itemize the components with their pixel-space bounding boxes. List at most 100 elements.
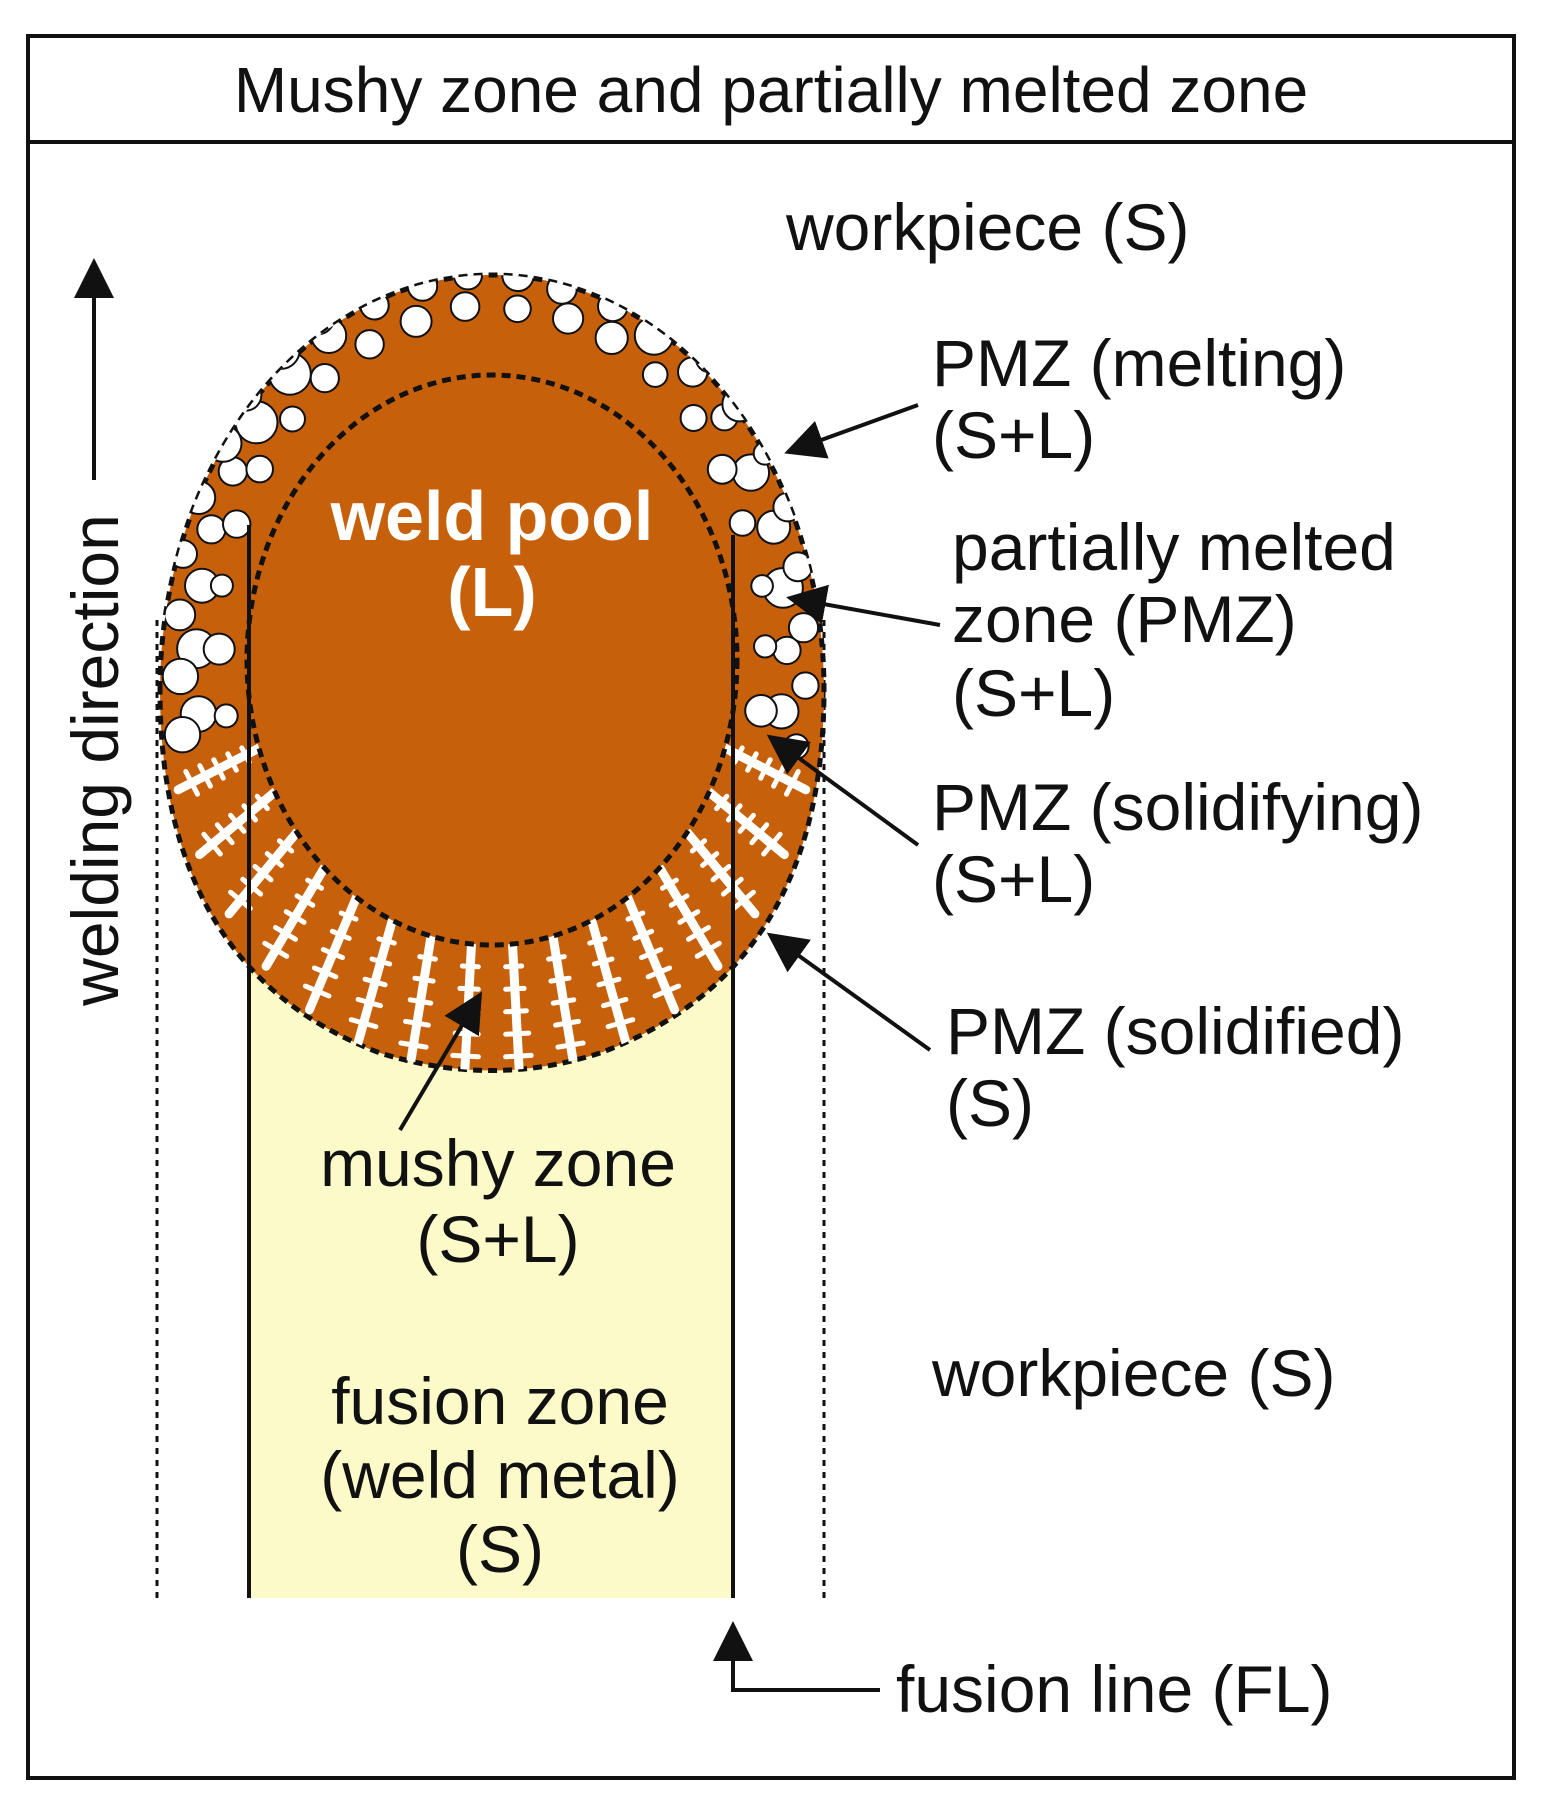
- dendrite-arm: [273, 947, 290, 959]
- dendrite-arm: [361, 1020, 379, 1030]
- dendrite-arm: [612, 996, 629, 1006]
- fusion-zone-label-2: (weld metal): [320, 1438, 679, 1512]
- dendrite-arm: [466, 986, 481, 992]
- pmz-grain: [721, 386, 758, 423]
- dendrite-arm: [718, 864, 732, 876]
- dendrite-arm: [330, 951, 345, 961]
- pmz-grain: [161, 657, 200, 696]
- dendrite-arm: [366, 1000, 383, 1009]
- weld-pool-label-2: (L): [447, 553, 536, 631]
- dendrite-arm: [696, 925, 711, 936]
- pmz-grain: [728, 509, 757, 537]
- pmz-grain: [213, 703, 239, 729]
- dendrite-arm: [664, 983, 682, 994]
- pmz-melting-arrow: [784, 403, 919, 459]
- pmz-grain: [222, 509, 252, 539]
- fusion-line-label: fusion line (FL): [896, 1652, 1333, 1726]
- pmz-grain: [641, 361, 669, 388]
- pmz-grain: [679, 404, 708, 432]
- dendrite-arm: [632, 910, 646, 919]
- mushy-zone-arrow: [398, 991, 483, 1132]
- dendrite-arm: [666, 877, 679, 887]
- pmz-grain: [552, 302, 585, 335]
- pmz-grain: [245, 454, 275, 484]
- dendrite-arm: [378, 959, 393, 967]
- pmz-grain: [399, 304, 433, 338]
- dendrite-arm: [202, 773, 213, 789]
- dendrite-arm: [600, 956, 615, 964]
- pmz-grain: [406, 275, 439, 302]
- pmz-label-1: partially melted: [952, 510, 1396, 584]
- pmz-grain: [694, 343, 725, 374]
- dendrite-arm: [707, 851, 720, 862]
- pmz-solidifying-label-1: PMZ (solidifying): [932, 770, 1423, 844]
- pmz-melting-label-2: (S+L): [932, 398, 1095, 472]
- pmz-label-2: zone (PMZ): [952, 582, 1297, 656]
- pmz-solidified-label-1: PMZ (solidified): [946, 994, 1404, 1068]
- dendrite-arm: [322, 969, 339, 980]
- dendrite-arm: [606, 976, 622, 985]
- dendrite-arm: [222, 831, 235, 846]
- pmz-grain: [354, 329, 385, 360]
- dendrite-arm: [292, 914, 307, 925]
- dendrite-arm: [346, 913, 359, 922]
- weld-pool: [244, 372, 740, 948]
- dendrite-arm: [209, 841, 223, 857]
- pmz-grain: [163, 716, 202, 754]
- pmz-grain: [546, 275, 578, 305]
- pmz-grain: [633, 315, 675, 356]
- dendrite-arm: [656, 965, 673, 975]
- dendrite-arm: [686, 909, 701, 920]
- pmz-grain: [594, 320, 629, 355]
- pmz-grain: [791, 671, 820, 700]
- dendrite-arm: [719, 793, 730, 805]
- pmz-grain: [301, 301, 335, 336]
- dendrite-arm: [515, 1052, 534, 1059]
- dendrite-arm: [189, 780, 200, 797]
- dendrite-arm: [769, 831, 783, 847]
- dendrite-arm: [705, 940, 722, 953]
- figure-frame: [26, 34, 1516, 1780]
- pmz-grain: [485, 239, 511, 265]
- pmz-grain: [181, 480, 217, 516]
- fusion-zone-label-3: (S): [456, 1512, 544, 1586]
- pmz-grain: [341, 275, 378, 303]
- pmz-grain: [677, 356, 709, 388]
- pmz-grain: [659, 306, 688, 335]
- dendrite-arm: [414, 1020, 431, 1028]
- pmz-arrow: [786, 584, 941, 627]
- pmz-grain: [393, 275, 419, 278]
- fusion-zone-label-1: fusion zone: [331, 1364, 669, 1438]
- dendrite-arm: [514, 1030, 532, 1037]
- pmz-melting-label-1: PMZ (melting): [932, 326, 1346, 400]
- workpiece-bottom-label: workpiece (S): [931, 1336, 1335, 1410]
- pmz-solidified-label-2: (S): [946, 1066, 1034, 1140]
- pmz-grain: [570, 275, 604, 284]
- dendrite-arm: [736, 745, 745, 758]
- dendrite-arm: [648, 947, 664, 957]
- dendrite-arm: [302, 898, 316, 908]
- dendrite-arm: [749, 751, 759, 765]
- dendrite-arm: [695, 838, 708, 849]
- pmz-label-3: (S+L): [952, 656, 1115, 730]
- pmz-grain: [787, 612, 820, 644]
- dendrite-arm: [283, 930, 298, 942]
- mushy-zone-label-1: mushy zone: [320, 1126, 676, 1200]
- dendrite-arm: [744, 812, 756, 826]
- dendrite-arm: [594, 936, 608, 944]
- dendrite-arm: [338, 932, 352, 941]
- pmz-solidifying-label-2: (S+L): [932, 842, 1095, 916]
- pmz-grain: [744, 694, 778, 728]
- pmz-grain: [309, 363, 340, 394]
- pmz-grain: [310, 317, 348, 355]
- dendrite-arm: [418, 998, 434, 1006]
- pmz-grain: [534, 242, 557, 265]
- welding-direction-label: welding direction: [58, 514, 132, 1007]
- dendrite-arm: [271, 857, 284, 868]
- dendrite-arm: [372, 979, 388, 988]
- pmz-grain: [261, 330, 301, 370]
- pmz-grain: [163, 598, 197, 632]
- pmz-solidified-arrow: [766, 932, 932, 1052]
- dendrite-arm: [283, 843, 295, 854]
